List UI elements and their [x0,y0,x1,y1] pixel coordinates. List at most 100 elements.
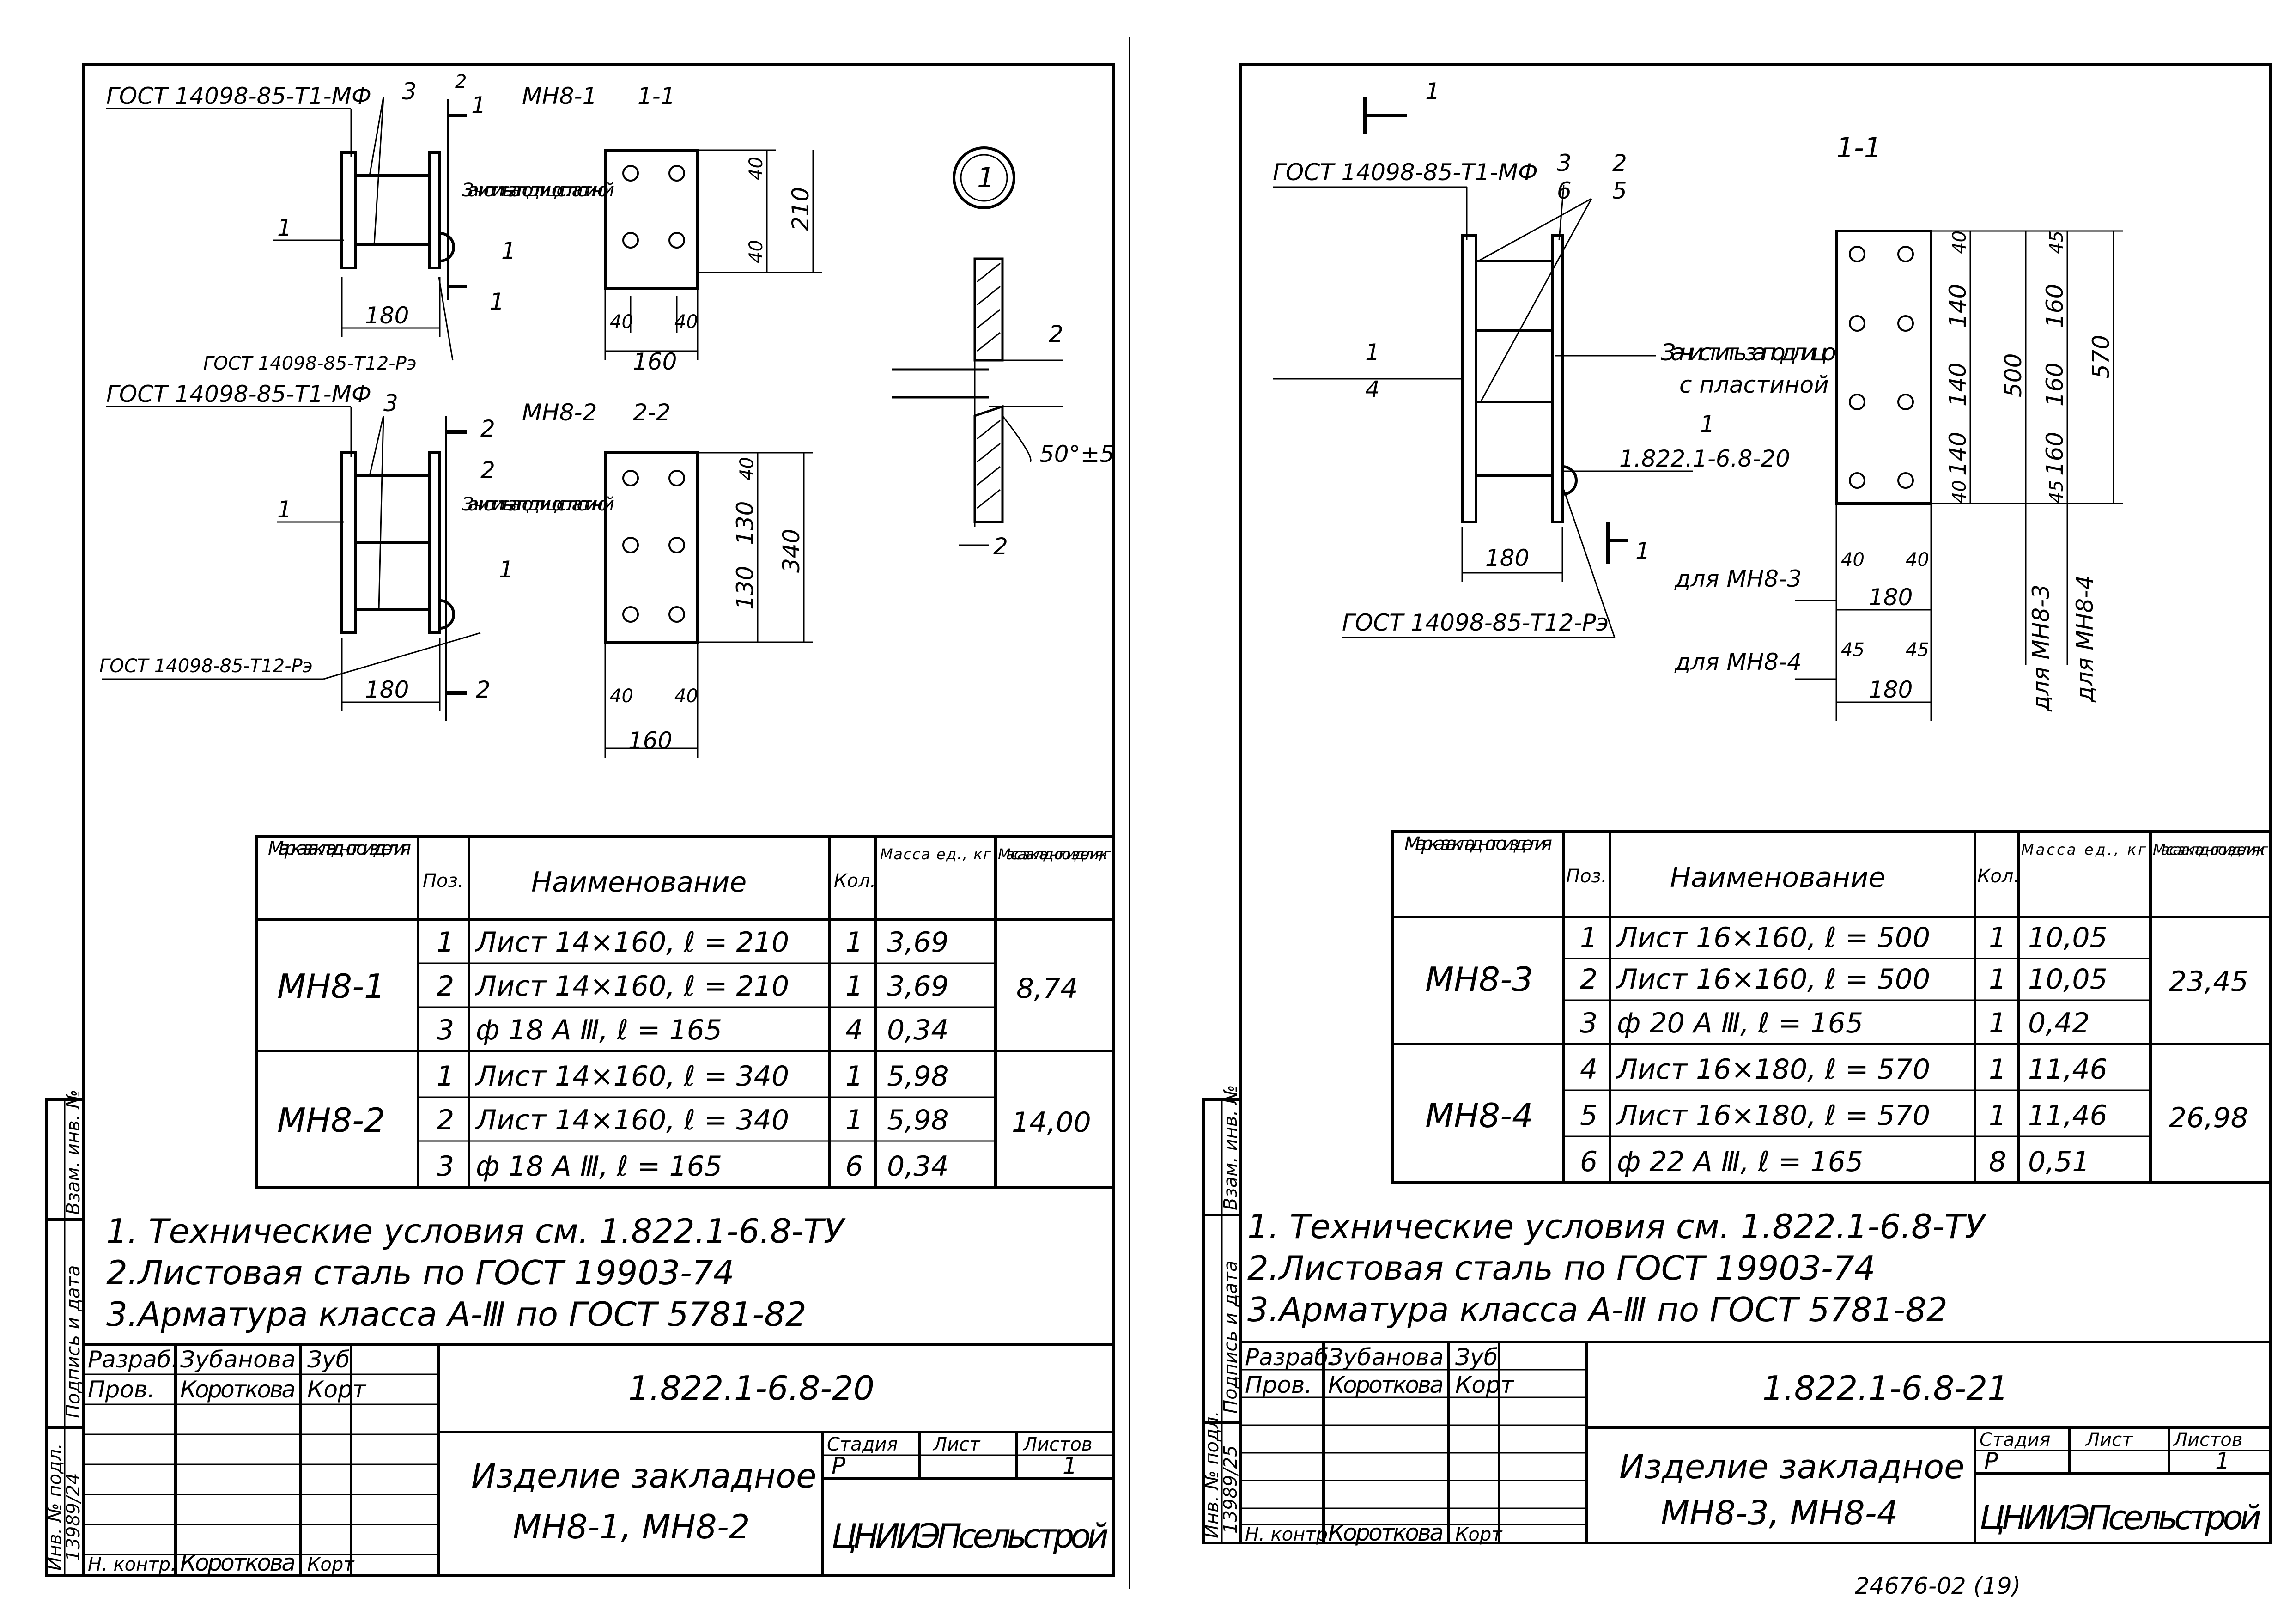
pos-1-r: 1 [1365,339,1380,366]
row-mass: 10,05 [2028,922,2108,954]
dim-40-r3: 40 [1841,549,1865,571]
mark-mn8-1-cell: МН8-1 [277,967,385,1006]
dim-140-b: 140 [1944,363,1971,407]
row-name: ф 22 А Ⅲ, ℓ = 165 [1617,1146,1863,1178]
dim-40-r2: 40 [1949,480,1970,504]
mark-mn8-2-cell: МН8-2 [277,1101,385,1140]
dim-45-r3: 45 [1841,639,1865,661]
dim-130-a: 130 [732,501,759,545]
detail-angle-label: 50°±5 [1039,441,1114,468]
nkontr-name-r: Короткова [1328,1519,1444,1546]
row-qty: 1 [1989,1099,2006,1132]
row-name: Лист 14×160, ℓ = 340 [475,1104,789,1136]
th-qty: Кол. [834,870,876,892]
note-1: 1. Технические условия см. 1.822.1-6.8-Т… [106,1212,846,1251]
row-name: Лист 14×160, ℓ = 210 [475,970,789,1002]
pos-2-b: 2 [480,457,495,484]
total-mn8-4: 26,98 [2169,1102,2248,1134]
listov-label: Листов [1022,1434,1092,1455]
gost-bottom-label-r: ГОСТ 14098-85-Т12-Рэ [1342,609,1609,636]
row-name: Лист 14×160, ℓ = 340 [475,1060,789,1093]
dim-140-c: 140 [1944,432,1971,476]
sheet-mn8-3-mn8-4: 1 ГОСТ 14098-85-Т1-МФ 3 6 2 5 1-1 1 4 За… [1148,0,2296,1607]
section-1-1-label: 1-1 [638,83,675,109]
mn8-3-plan [1795,230,2123,721]
row-qty: 8 [1989,1146,2006,1178]
pos-2-label: 2 [455,71,467,92]
th-total-mass-r: Масса закладного изделия, кг [2153,841,2268,858]
list-label-r: Лист [2085,1429,2133,1451]
cut-2-top: 2 [480,415,495,442]
row-mass: 10,05 [2028,963,2108,996]
row-mass: 5,98 [887,1104,949,1136]
vert-mn8-3: для МН8-3 [2028,584,2054,712]
row-pos: 4 [1580,1053,1597,1086]
pos-6-r: 6 [1557,177,1572,204]
detail-gap-label: 2 [1049,321,1063,347]
row-pos: 5 [1580,1099,1597,1132]
dim-180-plan-a: 180 [1869,584,1913,611]
row-mass: 0,34 [887,1150,949,1183]
mark-mn8-1-label: МН8-1 [522,83,597,109]
pos-1-b-right: 1 [499,556,514,583]
row-pos: 1 [437,1060,454,1093]
mn8-1-plan [604,149,822,360]
row-pos: 3 [437,1014,454,1046]
dim-180-mn8-2: 180 [365,676,409,703]
row-qty: 1 [845,970,863,1002]
th-unit-mass-r: Масса ед., кг [2021,841,2146,858]
title-block-left [83,1343,1113,1575]
cut-2-bottom: 2 [476,676,491,703]
title-block-right [1240,1341,2271,1543]
razrab-name: Зубанова [180,1346,296,1373]
row-mass: 11,46 [2028,1053,2108,1086]
dim-180-mn8-1: 180 [365,302,409,329]
gost-mid-label: ГОСТ 14098-85-Т1-МФ [106,381,371,407]
dim-40-f: 40 [610,686,633,707]
dim-45-r1: 45 [2046,231,2067,254]
detail-2-label: 2 [993,533,1008,560]
stadia-label: Стадия [827,1434,898,1455]
spec-table-left [255,835,1115,1189]
dim-40-a: 40 [746,157,767,180]
th-name: Наименование [531,866,747,899]
doc-title-2: МН8-1, МН8-2 [513,1507,750,1546]
row-name: Лист 16×180, ℓ = 570 [1616,1053,1930,1086]
th-name-r: Наименование [1670,862,1885,894]
side-label-podpis: Подпись и дата [63,1265,84,1418]
row-mass: 0,51 [2028,1146,2090,1178]
note-2: 2.Листовая сталь по ГОСТ 19903-74 [106,1253,735,1292]
row-mass: 3,69 [887,926,949,959]
razrab-sign-r: Зуб [1455,1344,1498,1371]
row-qty: 6 [845,1150,863,1183]
dim-160-r2: 160 [2041,363,2068,407]
th-pos-r: Поз. [1566,866,1607,887]
row-pos: 2 [437,970,454,1002]
section-2-2-label: 2-2 [633,399,671,426]
prov-sign: Корт [307,1376,367,1403]
prov-sign-r: Корт [1455,1372,1515,1398]
gost-top-label: ГОСТ 14098-85-Т1-МФ [106,83,371,109]
mark-mn8-2-label: МН8-2 [522,399,597,426]
row-name: ф 18 А Ⅲ, ℓ = 165 [476,1014,722,1046]
dim-40-e: 40 [736,457,758,480]
nkontr-label-r: Н. контр. [1245,1524,1334,1545]
side-label-vzam-r: Взам. инв. № [1220,1085,1241,1210]
th-qty-r: Кол. [1977,866,2019,887]
dim-160-r1: 160 [2041,284,2068,328]
row-name: Лист 16×180, ℓ = 570 [1616,1099,1930,1132]
dim-160-a: 160 [633,348,677,375]
mn8-2-plan [604,451,813,758]
doc-code: 1.822.1-6.8-20 [628,1369,875,1408]
row-pos: 1 [437,926,454,959]
note-2-r: 2.Листовая сталь по ГОСТ 19903-74 [1247,1249,1876,1287]
dim-40-c: 40 [610,311,633,333]
cut-1-top: 1 [471,92,486,119]
dim-40-g: 40 [674,686,698,707]
nkontr-sign: Корт [307,1554,355,1575]
detail-number: 1 [977,162,995,194]
dim-45-r4: 45 [1906,639,1929,661]
note-3-r: 3.Арматура класса А-Ⅲ по ГОСТ 5781-82 [1247,1290,1948,1329]
nkontr-sign-r: Корт [1455,1524,1503,1545]
prov-label-r: Пров. [1245,1372,1312,1398]
